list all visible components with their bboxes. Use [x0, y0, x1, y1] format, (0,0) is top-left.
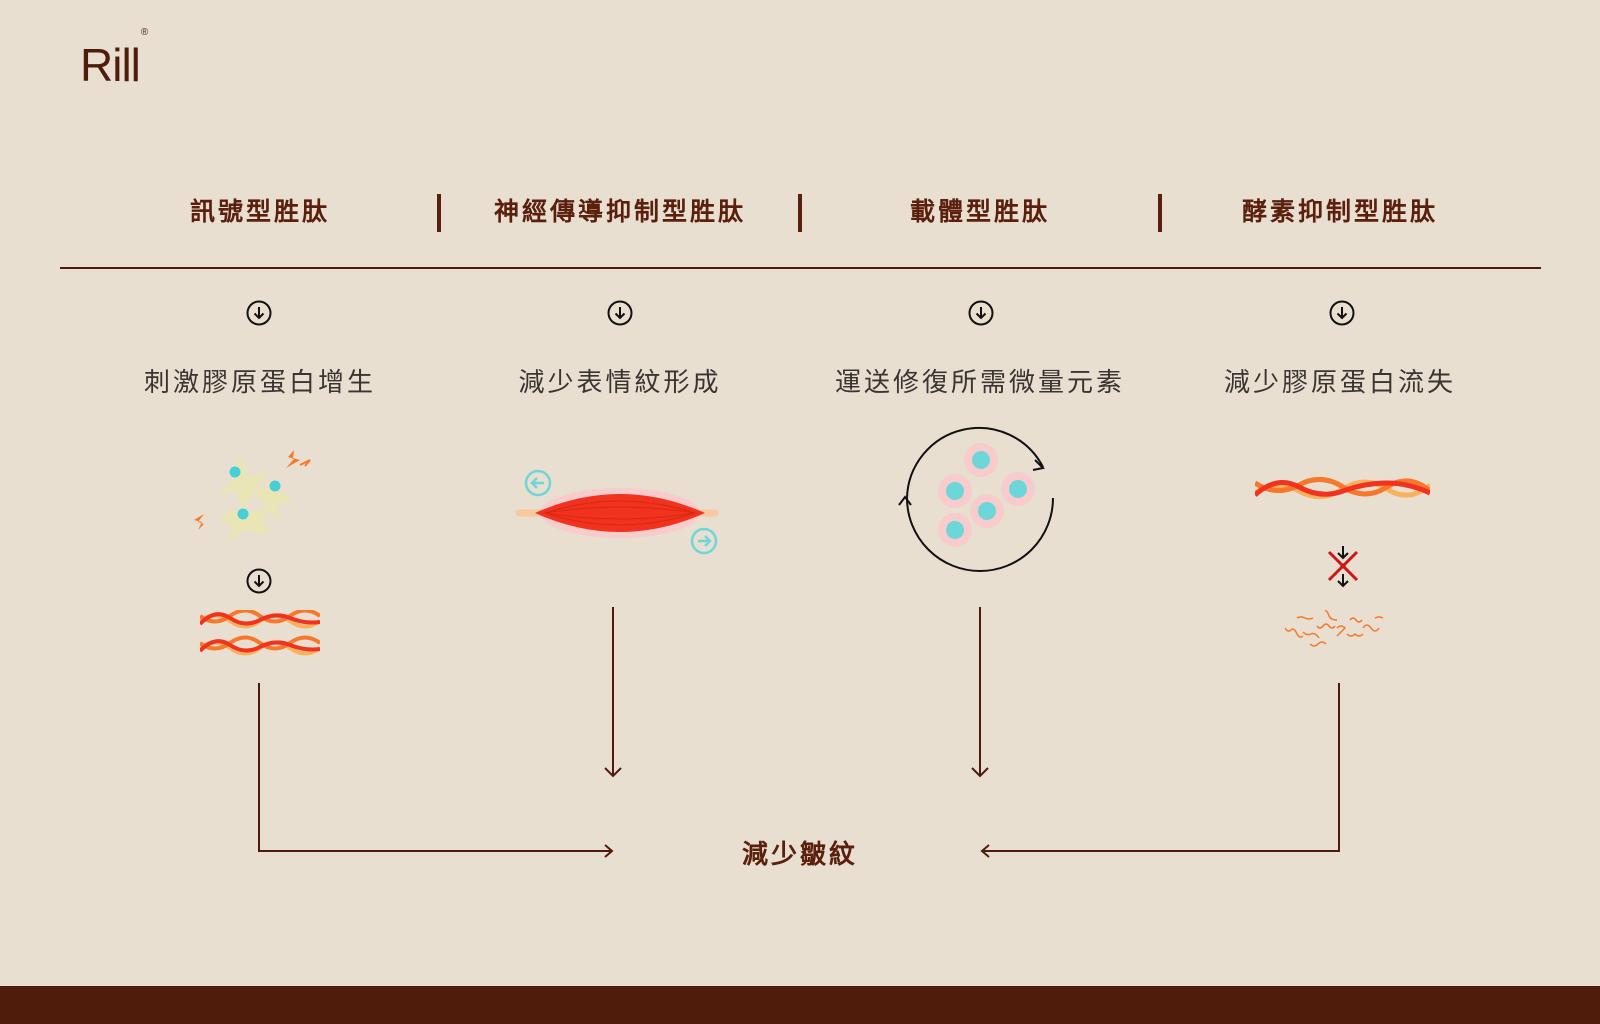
circle-arrow-down-icon [607, 300, 633, 326]
collagen-fragments-icon [1285, 610, 1384, 647]
collagen-fiber-icon [1255, 477, 1430, 499]
effect-label-deliver-trace-elements: 運送修復所需微量元素 [834, 367, 1125, 398]
circle-arrow-down-icon [246, 568, 272, 594]
header-rule [60, 267, 1541, 269]
collagen-fibers-icon [200, 610, 320, 656]
category-title-enzyme-inhibitor-peptide: 酵素抑制型胜肽 [1241, 197, 1438, 226]
category-title-signal-peptide: 訊號型胜肽 [189, 197, 330, 226]
result-reduce-wrinkles: 減少皺紋 [741, 840, 858, 870]
effect-label-reduce-expression-lines: 減少表情紋形成 [518, 367, 722, 398]
fibroblast-cells-icon [194, 450, 311, 542]
category-divider [437, 194, 441, 232]
category-divider [1158, 194, 1162, 232]
category-divider [798, 194, 802, 232]
effect-label-stimulate-collagen: 刺激膠原蛋白增生 [143, 367, 376, 398]
circle-arrow-down-icon [1329, 300, 1355, 326]
circle-arrow-down-icon [968, 300, 994, 326]
footer-band [0, 986, 1600, 1024]
relaxed-muscle-icon [515, 469, 719, 555]
category-title-neurotransmitter-inhibitor-peptide: 神經傳導抑制型胜肽 [493, 197, 746, 226]
registered-mark: ® [140, 26, 148, 38]
category-title-carrier-peptide: 載體型胜肽 [909, 197, 1050, 226]
effect-label-reduce-collagen-loss: 減少膠原蛋白流失 [1223, 367, 1456, 398]
trace-element-carrier-icon [898, 426, 1054, 572]
circle-arrow-down-icon [246, 300, 272, 326]
blocked-degradation-icon [1327, 546, 1359, 588]
logo-text: Rill [80, 39, 141, 91]
rill-logo: Rill® [80, 27, 148, 91]
